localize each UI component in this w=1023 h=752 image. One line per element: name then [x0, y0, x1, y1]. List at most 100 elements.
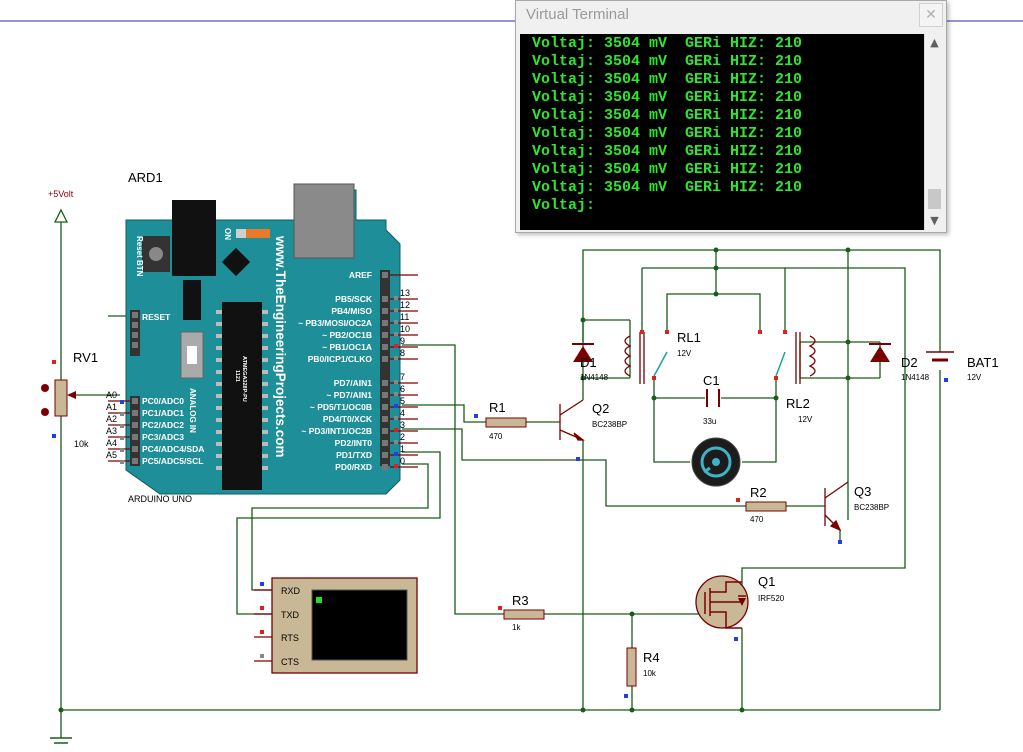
junction-dots — [58, 247, 851, 713]
virtual-terminal-window[interactable]: Virtual Terminal ✕ Voltaj: 3504 mV GERi … — [515, 0, 947, 233]
virtual-terminal-instrument[interactable]: RXD TXD RTS CTS — [254, 577, 418, 674]
supply-label: +5Volt — [48, 189, 74, 199]
potentiometer-rv1 — [41, 360, 76, 438]
mosfet-q1 — [695, 575, 749, 641]
arduino-board: Reset BTN ON ANALOG IN 1121 ATMEGA328P-P… — [125, 183, 401, 495]
d2-name: D2 — [901, 355, 918, 370]
terminal-line: Voltaj: 3504 mV GERi HIZ: 210 — [532, 71, 803, 88]
terminal-line: Voltaj: 3504 mV GERi HIZ: 210 — [532, 107, 803, 124]
pin-label: PC3/ADC3 — [142, 432, 184, 442]
pin-number: 8 — [400, 348, 405, 358]
arduino-ref: ARD1 — [128, 170, 163, 185]
r4-value: 10k — [643, 669, 657, 678]
battery-bat1 — [926, 351, 954, 382]
terminal-line: Voltaj: 3504 mV GERi HIZ: 210 — [532, 143, 803, 160]
rv1-name: RV1 — [73, 350, 98, 365]
dc-motor-icon — [691, 437, 741, 487]
led-icon — [246, 229, 270, 238]
pin-label: ~ PB2/OC1B — [322, 330, 372, 340]
pin-label: PC4/ADC4/SDA — [142, 444, 204, 454]
terminal-line: Voltaj: 3504 mV GERi HIZ: 210 — [532, 161, 803, 178]
transistor-q3 — [824, 481, 849, 532]
q3-pin-marker — [838, 540, 842, 544]
pin-number: 10 — [400, 324, 410, 334]
pin-label: PC2/ADC2 — [142, 420, 184, 430]
scroll-down-icon[interactable]: ▼ — [930, 214, 939, 227]
rv1-value: 10k — [74, 439, 89, 449]
vertical-scrollbar[interactable]: ▲ ▼ — [924, 34, 944, 230]
q3-value: BC238BP — [854, 503, 889, 512]
pin-label: PD0/RXD — [335, 462, 372, 472]
pin-number: 4 — [400, 408, 405, 418]
rl1-name: RL1 — [677, 330, 701, 345]
transistor-q2 — [559, 399, 585, 441]
pin-label: PB0/ICP1/CLKO — [308, 354, 373, 364]
resistor-r4 — [624, 647, 637, 698]
vterm-pin-cts: CTS — [281, 657, 299, 667]
analog-pin-numbers: A0 A1 A2 A3 A4 A5 — [106, 390, 117, 460]
q2-name: Q2 — [592, 401, 609, 416]
pin-label: AREF — [349, 270, 372, 280]
q2-value: BC238BP — [592, 420, 627, 429]
vterm-pin-rts: RTS — [281, 633, 299, 643]
relay-rl1 — [624, 332, 668, 384]
pin-number: A1 — [106, 402, 117, 412]
pin-number: A0 — [106, 390, 117, 400]
scrollbar-thumb[interactable] — [928, 189, 941, 209]
pin-label: ~ PD3/INT1/OC2B — [301, 426, 372, 436]
r4-name: R4 — [643, 650, 660, 665]
ground-symbol — [50, 737, 72, 744]
terminal-line: Voltaj: — [532, 197, 596, 214]
pin-number: 6 — [400, 384, 405, 394]
pin-label: PD4/T0/XCK — [323, 414, 373, 424]
digital-pin-numbers: 13 12 11 10 9 8 7 6 5 4 3 2 1 0 — [400, 288, 410, 466]
usb-port — [293, 183, 355, 259]
pin-number: 11 — [400, 312, 409, 322]
pin-number: A4 — [106, 438, 117, 448]
r2-name: R2 — [750, 485, 767, 500]
reset-pin-label: RESET — [142, 312, 171, 322]
pin-label: ~ PB3/MOSI/OC2A — [298, 318, 372, 328]
diode-d1 — [572, 343, 594, 362]
wires — [60, 222, 941, 738]
power-jack — [172, 200, 216, 276]
pin-number: A3 — [106, 426, 117, 436]
chip-label-1: 1121 — [234, 370, 240, 382]
relay-rl2 — [775, 332, 816, 384]
pin-label: PC0/ADC0 — [142, 396, 184, 406]
chip-label-2: ATMEGA328P-PU — [241, 356, 247, 402]
terminal-line: Voltaj: 3504 mV GERi HIZ: 210 — [532, 125, 803, 142]
pin-label: PC5/ADC5/SCL — [142, 456, 203, 466]
pin-label: PD2/INT0 — [335, 438, 373, 448]
pin-number: 9 — [400, 336, 405, 346]
arduino-model: ARDUINO UNO — [128, 494, 192, 504]
terminal-output[interactable]: Voltaj: 3504 mV GERi HIZ: 210 Voltaj: 35… — [520, 34, 924, 230]
pin-label: PB5/SCK — [335, 294, 373, 304]
close-button[interactable]: ✕ — [919, 3, 943, 27]
scroll-up-icon[interactable]: ▲ — [930, 36, 939, 49]
pin-label: PC1/ADC1 — [142, 408, 184, 418]
url-label: www.TheEngineeringProjects.com — [273, 235, 288, 458]
d2-value: 1N4148 — [901, 373, 930, 382]
pin-label: ~ PB1/OC1A — [322, 342, 372, 352]
r1-value: 470 — [489, 432, 503, 441]
rl1-value: 12V — [677, 349, 692, 358]
atmega-chip — [222, 302, 262, 490]
pin-number: 0 — [400, 456, 405, 466]
q1-name: Q1 — [758, 574, 775, 589]
terminal-line: Voltaj: 3504 mV GERi HIZ: 210 — [532, 89, 803, 106]
analog-in-label: ANALOG IN — [188, 388, 197, 433]
analog-pin-labels: PC0/ADC0 PC1/ADC1 PC2/ADC2 PC3/ADC3 PC4/… — [142, 396, 204, 466]
rl2-contacts — [758, 330, 787, 380]
bat1-name: BAT1 — [967, 355, 999, 370]
c1-name: C1 — [703, 373, 720, 388]
on-label: ON — [223, 228, 232, 240]
rl2-name: RL2 — [786, 396, 810, 411]
q2-pin-marker — [576, 457, 580, 461]
pin-label: PD7/AIN1 — [334, 378, 373, 388]
digital-pin-labels: AREF PB5/SCK PB4/MISO ~ PB3/MOSI/OC2A ~ … — [298, 270, 373, 472]
pin-number: A2 — [106, 414, 117, 424]
pin-number: A5 — [106, 450, 117, 460]
pin-number: 13 — [400, 288, 410, 298]
